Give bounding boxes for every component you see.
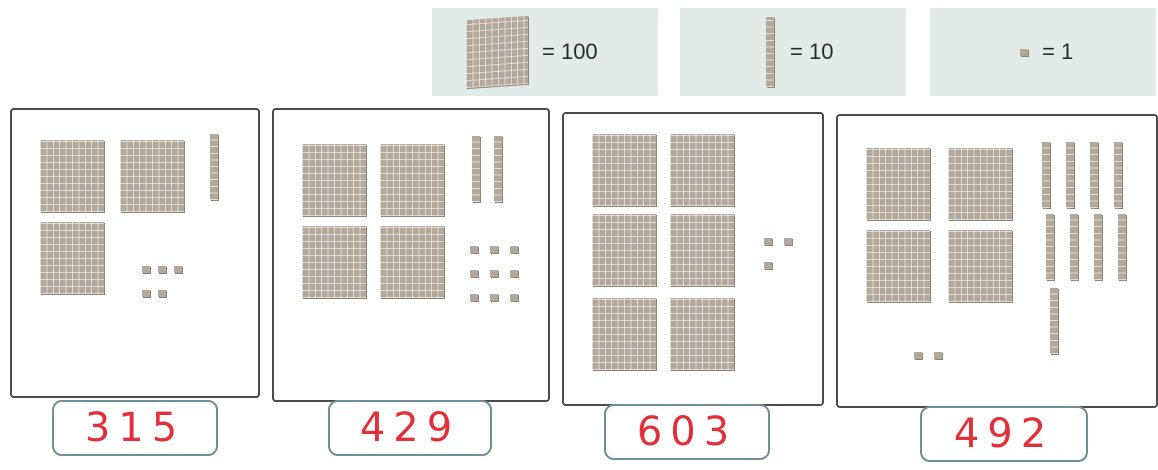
one-unit <box>914 352 922 359</box>
legend-ten: = 10 <box>680 8 906 96</box>
answer-value: 315 <box>85 405 185 451</box>
one-unit <box>490 246 498 253</box>
hundred-block <box>670 298 734 370</box>
hundred-block <box>380 144 444 216</box>
hundred-block <box>380 226 444 298</box>
hundred-block <box>40 140 104 212</box>
one-unit <box>784 238 792 245</box>
legend-hundred-label: = 100 <box>542 39 598 65</box>
legend-hundred: = 100 <box>432 8 658 96</box>
hundred-block <box>670 134 734 206</box>
hundred-block <box>302 144 366 216</box>
one-unit <box>158 266 166 273</box>
hundred-block <box>948 230 1012 302</box>
ten-rod <box>1090 142 1098 208</box>
panel-4 <box>836 114 1158 408</box>
one-unit <box>470 246 478 253</box>
answer-field-2[interactable]: 429 <box>328 400 492 456</box>
one-unit <box>174 266 182 273</box>
hundred-block <box>120 140 184 212</box>
ten-rod <box>1066 142 1074 208</box>
hundred-block <box>592 298 656 370</box>
one-unit <box>142 290 150 297</box>
one-unit <box>490 294 498 301</box>
hundred-flat-icon <box>466 16 528 88</box>
hundred-block <box>948 148 1012 220</box>
panel-2 <box>272 108 550 402</box>
hundred-block <box>866 148 930 220</box>
legend-one: = 1 <box>930 8 1156 96</box>
ten-rod <box>1050 288 1058 354</box>
one-unit <box>470 270 478 277</box>
answer-value: 492 <box>954 411 1054 457</box>
answer-field-4[interactable]: 492 <box>920 406 1088 462</box>
hundred-block <box>670 214 734 286</box>
ten-rod <box>1046 214 1054 280</box>
ten-rod <box>210 134 218 200</box>
answer-value: 603 <box>637 409 737 455</box>
hundred-block <box>592 214 656 286</box>
ten-rod <box>1070 214 1078 280</box>
one-unit <box>490 270 498 277</box>
ten-rod <box>494 136 502 202</box>
hundred-block <box>302 226 366 298</box>
panel-3 <box>562 112 824 406</box>
one-unit <box>764 262 772 269</box>
ten-rod <box>472 136 480 202</box>
ten-rod <box>1042 142 1050 208</box>
hundred-block <box>592 134 656 206</box>
one-unit <box>934 352 942 359</box>
ten-rod-icon <box>766 17 774 87</box>
one-unit <box>510 270 518 277</box>
answer-field-3[interactable]: 603 <box>604 404 770 460</box>
ten-rod <box>1114 142 1122 208</box>
one-unit <box>764 238 772 245</box>
one-unit <box>510 246 518 253</box>
answer-value: 429 <box>360 405 460 451</box>
answer-field-1[interactable]: 315 <box>52 400 218 456</box>
hundred-block <box>866 230 930 302</box>
one-unit <box>158 290 166 297</box>
panel-1 <box>10 108 260 398</box>
one-unit <box>142 266 150 273</box>
one-unit-icon <box>1020 49 1028 56</box>
legend-one-label: = 1 <box>1042 39 1073 65</box>
hundred-block <box>40 222 104 294</box>
ten-rod <box>1094 214 1102 280</box>
one-unit <box>470 294 478 301</box>
one-unit <box>510 294 518 301</box>
ten-rod <box>1118 214 1126 280</box>
legend-ten-label: = 10 <box>790 39 833 65</box>
